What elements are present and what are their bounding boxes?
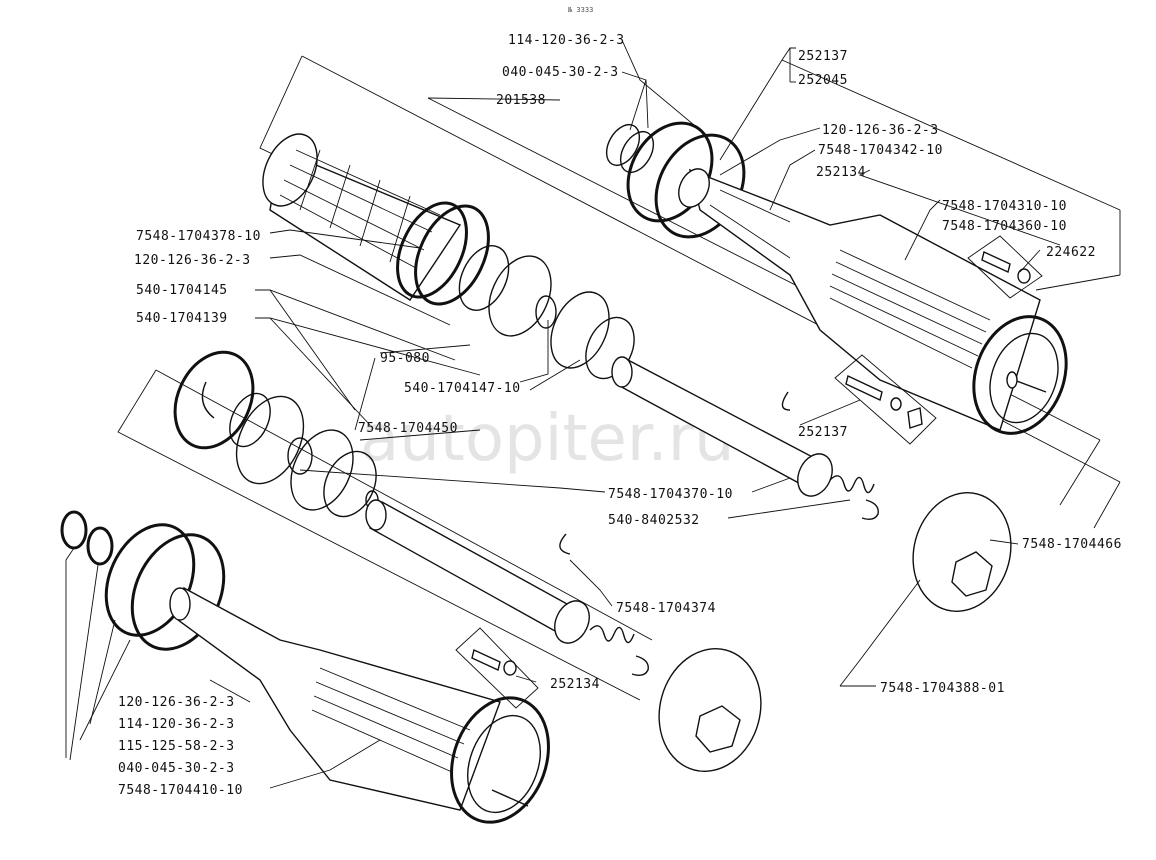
label-540-8402532: 540-8402532 (608, 513, 700, 528)
label-7548-1704342-10: 7548-1704342-10 (818, 143, 943, 158)
label-040-045-30-2-3-top: 040-045-30-2-3 (502, 65, 619, 80)
label-95-080: 95-080 (380, 351, 430, 366)
label-540-1704139: 540-1704139 (136, 311, 228, 326)
label-252134-bottom: 252134 (550, 677, 600, 692)
label-252045: 252045 (798, 73, 848, 88)
label-224622: 224622 (1046, 245, 1096, 260)
lower-filter-housing (60, 510, 550, 824)
cover-plates (658, 492, 1012, 772)
upper-central-tube (611, 356, 879, 521)
label-115-125-58-2-3: 115-125-58-2-3 (118, 739, 235, 754)
label-120-126-36-2-3-left: 120-126-36-2-3 (134, 253, 251, 268)
label-040-045-30-2-3-bottom: 040-045-30-2-3 (118, 761, 235, 776)
leader-lines (65, 39, 1121, 789)
label-540-1704145: 540-1704145 (136, 283, 228, 298)
label-7548-1704450: 7548-1704450 (358, 421, 458, 436)
upper-filter-housing (605, 121, 1068, 435)
label-120-126-36-2-3-bottom: 120-126-36-2-3 (118, 695, 235, 710)
label-7548-1704374: 7548-1704374 (616, 601, 716, 616)
label-7548-1704410-10: 7548-1704410-10 (118, 783, 243, 798)
label-7548-1704388-01: 7548-1704388-01 (880, 681, 1005, 696)
label-120-126-36-2-3-right: 120-126-36-2-3 (822, 123, 939, 138)
lower-bolt-washer-inset (455, 627, 539, 709)
label-252137-middle: 252137 (798, 425, 848, 440)
label-7548-1704360-10: 7548-1704360-10 (942, 219, 1067, 234)
label-114-120-36-2-3-top: 114-120-36-2-3 (508, 33, 625, 48)
label-114-120-36-2-3-bottom: 114-120-36-2-3 (118, 717, 235, 732)
label-252137-top: 252137 (798, 49, 848, 64)
upper-bolt-washer-inset (834, 235, 1043, 445)
label-7548-1704378-10: 7548-1704378-10 (136, 229, 261, 244)
corner-mark: № 3333 (567, 6, 593, 14)
part-number-labels: 114-120-36-2-3 040-045-30-2-3 201538 252… (118, 33, 1122, 798)
label-201538: 201538 (496, 93, 546, 108)
label-7548-1704466: 7548-1704466 (1022, 537, 1122, 552)
label-540-1704147-10: 540-1704147-10 (404, 381, 521, 396)
lower-filter-element (173, 350, 649, 677)
mesh-filter-element (262, 133, 635, 380)
label-7548-1704310-10: 7548-1704310-10 (942, 199, 1067, 214)
label-7548-1704370-10: 7548-1704370-10 (608, 487, 733, 502)
label-252134-top: 252134 (816, 165, 866, 180)
